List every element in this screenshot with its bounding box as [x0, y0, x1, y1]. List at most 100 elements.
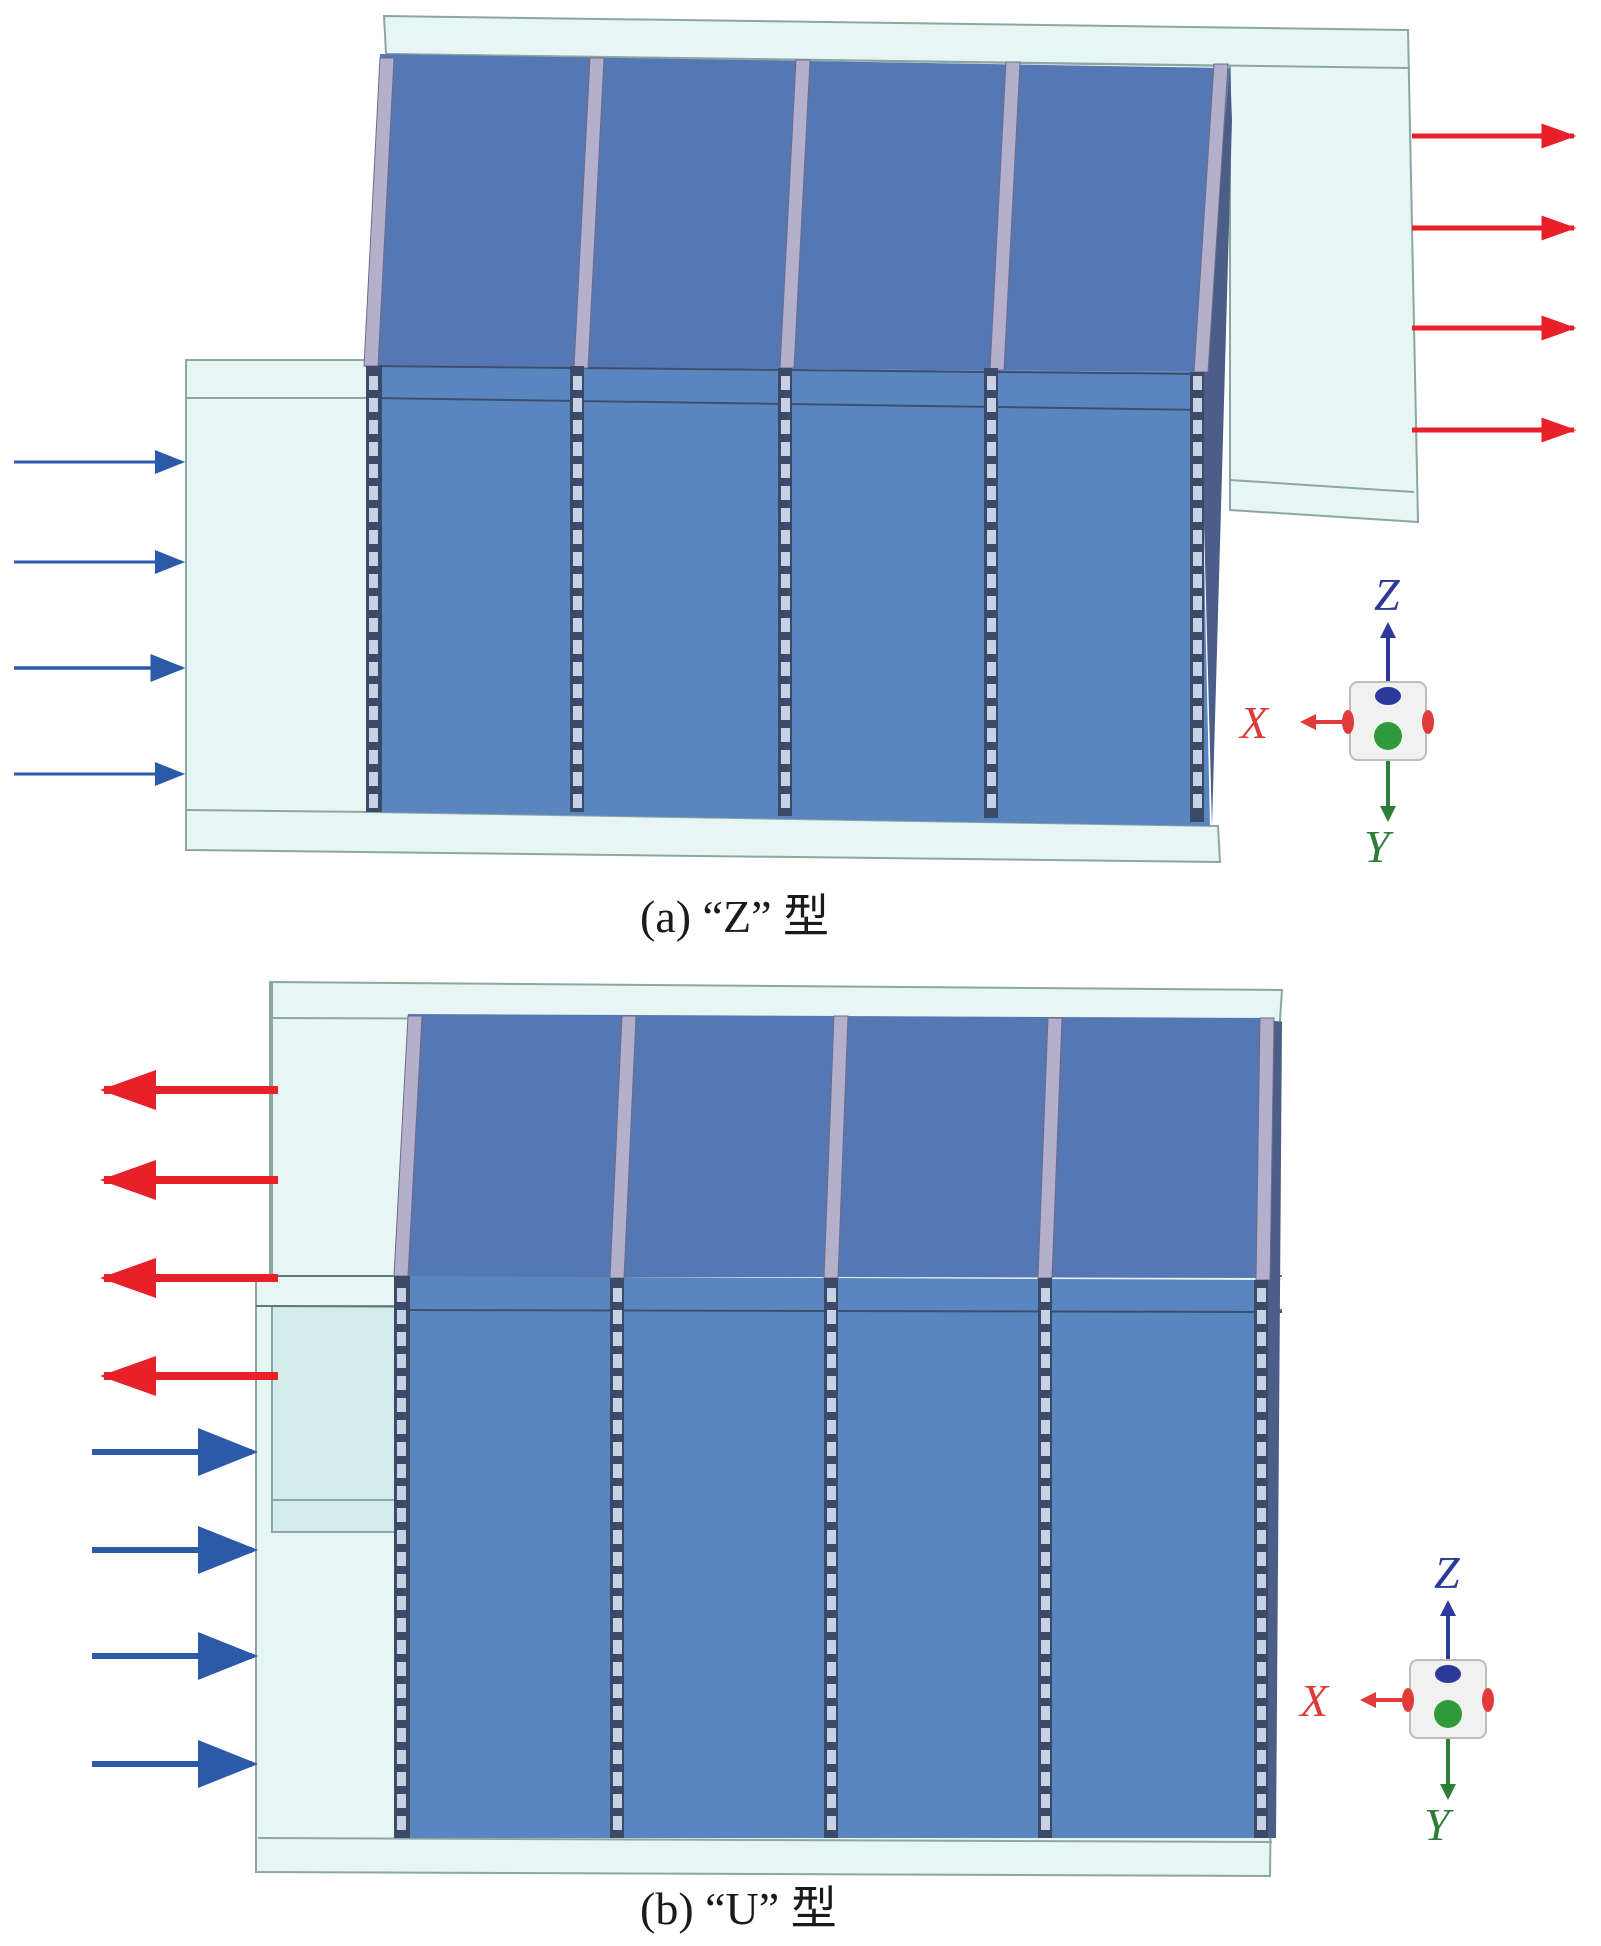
fin-segment [397, 1420, 406, 1434]
fin-segment [613, 1728, 622, 1742]
fin-segment [573, 486, 582, 500]
axis-z-label: Z [1434, 1547, 1460, 1598]
fin-segment [1041, 1750, 1050, 1764]
fin-segment [987, 794, 996, 808]
fin-segment [827, 1552, 836, 1566]
fin-segment [827, 1442, 836, 1456]
fin-segment [827, 1772, 836, 1786]
fin-segment [827, 1464, 836, 1478]
fin-segment [613, 1596, 622, 1610]
fin-segment [1041, 1816, 1050, 1830]
fin-segment [573, 640, 582, 654]
fin-segment [1193, 728, 1202, 742]
fin-segment [397, 1288, 406, 1302]
fin-segment [781, 596, 790, 610]
fin-segment [827, 1618, 836, 1632]
fin-segment [369, 640, 378, 654]
fin-segment [781, 794, 790, 808]
fin-segment [573, 596, 582, 610]
fin-segment [369, 772, 378, 786]
fin-segment [1193, 596, 1202, 610]
fin-segment [613, 1442, 622, 1456]
fin-segment [573, 442, 582, 456]
fin-segment [1193, 552, 1202, 566]
fin-segment [573, 750, 582, 764]
fin-segment [1193, 750, 1202, 764]
fin-segment [1041, 1310, 1050, 1324]
fin-segment [397, 1728, 406, 1742]
fin-segment [1193, 464, 1202, 478]
fin-segment [369, 574, 378, 588]
fin-segment [369, 530, 378, 544]
fin-segment [1257, 1640, 1266, 1654]
fin-segment [1257, 1706, 1266, 1720]
fin-segment [613, 1684, 622, 1698]
fin-segment [987, 376, 996, 390]
fin-segment [1193, 706, 1202, 720]
fin-segment [987, 640, 996, 654]
fin-segment [781, 706, 790, 720]
fin-segment [987, 618, 996, 632]
fin-segment [613, 1310, 622, 1324]
fin-segment [781, 662, 790, 676]
fin-segment [1257, 1398, 1266, 1412]
fin-segment [987, 508, 996, 522]
fin-segment [613, 1772, 622, 1786]
fin-segment [613, 1574, 622, 1588]
u-outlet-arrows [104, 1090, 278, 1376]
fin-segment [397, 1794, 406, 1808]
fin-segment [1257, 1310, 1266, 1324]
fin-segment [613, 1552, 622, 1566]
fin-segment [827, 1596, 836, 1610]
fin-segment [573, 530, 582, 544]
fin-segment [573, 794, 582, 808]
fin-segment [613, 1376, 622, 1390]
fin-segment [827, 1376, 836, 1390]
fin-segment [613, 1354, 622, 1368]
fin-segment [827, 1794, 836, 1808]
fin-segment [781, 618, 790, 632]
fin-segment [397, 1574, 406, 1588]
fin-segment [573, 398, 582, 412]
fin-segment [1257, 1464, 1266, 1478]
fin-segment [573, 464, 582, 478]
u-inlet-arrows [92, 1452, 252, 1764]
fin-segment [397, 1706, 406, 1720]
fin-segment [781, 508, 790, 522]
fin-segment [987, 464, 996, 478]
axis-triad: Z X Y [1298, 1547, 1494, 1850]
fin-segment [397, 1486, 406, 1500]
fin-segment [573, 772, 582, 786]
fin-segment [397, 1772, 406, 1786]
fin-segment [827, 1728, 836, 1742]
fin-segment [1041, 1376, 1050, 1390]
fin-segment [397, 1640, 406, 1654]
fin-segment [781, 442, 790, 456]
fin-segment [1257, 1684, 1266, 1698]
fin-segment [613, 1332, 622, 1346]
fin-segment [827, 1684, 836, 1698]
fin-segment [781, 574, 790, 588]
fin-segment [369, 706, 378, 720]
fin-segment [1193, 376, 1202, 390]
fin-segment [781, 772, 790, 786]
axis-z-label: Z [1374, 569, 1400, 620]
fin-segment [1041, 1288, 1050, 1302]
fin-segment [397, 1332, 406, 1346]
fin-segment [1041, 1508, 1050, 1522]
fin-segment [397, 1310, 406, 1324]
fin-segment [827, 1288, 836, 1302]
fin-segment [987, 442, 996, 456]
fin-segment [1257, 1618, 1266, 1632]
fin-segment [987, 486, 996, 500]
fin-segment [369, 486, 378, 500]
fin-segment [1257, 1332, 1266, 1346]
axis-y-label: Y [1364, 821, 1394, 872]
fin-segment [1193, 772, 1202, 786]
fin-segment [1041, 1684, 1050, 1698]
fin-segment [781, 464, 790, 478]
fin-segment [1257, 1772, 1266, 1786]
fin-segment [369, 552, 378, 566]
fin-segment [369, 376, 378, 390]
